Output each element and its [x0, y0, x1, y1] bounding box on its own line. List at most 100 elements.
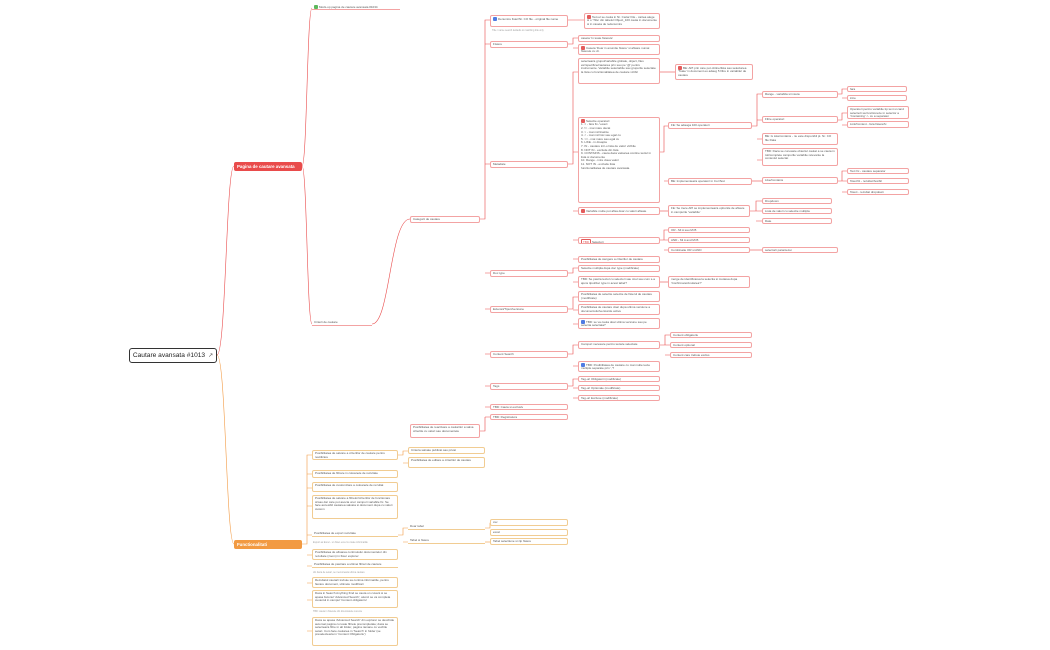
- node-f-preview[interactable]: Posibilitatea de afisarea continutului d…: [312, 549, 398, 560]
- mockup-node[interactable]: Mock-up pagina de cautare avansata #1034: [312, 4, 400, 10]
- node-ext-1[interactable]: Posibilitatea de selectie selectie de fi…: [578, 291, 660, 302]
- node-var-display[interactable]: Variabile multe pot afisa doar cu valori…: [578, 207, 660, 215]
- node-var-date[interactable]: Date: [762, 218, 832, 224]
- node-f-keep-last[interactable]: Posibilitatea de pastrare a ultimei filt…: [312, 562, 398, 568]
- node-operators[interactable]: Selectie operatori: 1. = - fara fix / ex…: [578, 117, 660, 203]
- info-icon: [581, 320, 585, 324]
- node-filters-ops[interactable]: Filtre operatori: [762, 116, 838, 123]
- node-f-export-zip[interactable]: Tabel selectiune si zip fisiere: [490, 538, 568, 545]
- node-f-search-anything[interactable]: Daca in Search Anything fiind se cauta u…: [312, 590, 398, 608]
- node-tag-optional[interactable]: Tag-uri Optionale (modificate): [578, 385, 660, 391]
- node-text: fara: [850, 87, 856, 91]
- node-meta-api[interactable]: BE: API prin care pot obtine/lista sau s…: [675, 64, 753, 80]
- node-metadata[interactable]: Metadate: [490, 161, 568, 168]
- root-node[interactable]: Cautare avansata #1013↗: [129, 348, 217, 363]
- node-ops-text[interactable]: Operatori pentru variabile tip text si c…: [847, 106, 909, 119]
- node-content-search[interactable]: Content Search: [490, 351, 568, 358]
- node-files-all[interactable]: caseta 'In toate fisierele': [578, 35, 660, 42]
- note-export: Export as Excel - un fisier excel cu toa…: [313, 541, 368, 544]
- external-link-icon[interactable]: ↗: [208, 353, 214, 359]
- node-cs-required[interactable]: Content obligatoriu: [670, 332, 752, 338]
- node-title-search[interactable]: Denumire fisier/Nr. CO file - original f…: [490, 15, 568, 27]
- node-doc-multi[interactable]: Selectie multipla dupa doc type (modific…: [578, 265, 660, 272]
- node-f-export-table[interactable]: Doar tabel: [408, 524, 485, 530]
- node-f-filters-save[interactable]: Posibilitatea de salvare a filtrelor/cri…: [312, 495, 398, 519]
- node-cs-excluded[interactable]: Content care trebuie exclus: [670, 352, 752, 358]
- info-icon: [581, 363, 585, 367]
- node-f-columns[interactable]: Posibilitatea de customizare a coloanele…: [312, 482, 398, 492]
- node-f-export-files[interactable]: Tabel si fisiere: [408, 538, 485, 544]
- node-save-cat[interactable]: Posibilitatea de reactivare a cautarilor…: [410, 424, 480, 438]
- node-f-export-excel[interactable]: excel: [490, 529, 568, 536]
- note-title-search: Title / name search defaults to matching…: [492, 29, 544, 32]
- node-sel-or[interactable]: OR - Mi A sau Mi B: [668, 227, 750, 233]
- node-tag-required[interactable]: Tag-uri Obligatorii (modificate): [578, 376, 660, 382]
- node-sel-combo[interactable]: Combinatie OR si AND: [668, 247, 750, 253]
- node-text: Posibilitatea de afisarea continutului d…: [315, 550, 387, 558]
- node-range-intre[interactable]: intre: [847, 95, 907, 101]
- node-tbd-context[interactable]: TBD: Daca se cunoaste obiectul cautat a …: [762, 148, 838, 166]
- node-like-1[interactable]: Text fix - cautare separator: [847, 168, 909, 174]
- node-text: Content obligatoriu: [673, 333, 699, 337]
- node-extensions[interactable]: Extensii/Tipuri/versiune: [490, 306, 568, 313]
- node-text: Posibilitatea de filtrare in coloanele d…: [315, 471, 378, 475]
- node-doc-confirm[interactable]: merge de identificarea la selectia si mu…: [668, 276, 750, 288]
- node-tag-excluded[interactable]: Tag-uri Excluse (modificate): [578, 395, 660, 401]
- node-op-fe[interactable]: FE: Se adauga 100 operatori: [668, 122, 752, 129]
- node-text: Posibilitatea de editare a criteriilor d…: [411, 458, 472, 462]
- node-var-multi[interactable]: Lista de valori cu selectie multipla: [762, 208, 832, 214]
- node-ext-2[interactable]: Posibilitatea de cautare doar dupa ultim…: [578, 304, 660, 315]
- node-text: Fisiere: [493, 42, 503, 46]
- branch-functionality[interactable]: Functionalitati: [234, 540, 302, 549]
- node-text: Rezultatul cautarii trebuie sa contina i…: [315, 578, 389, 586]
- branch-search-page[interactable]: Pagina de cautare avansata: [234, 162, 302, 171]
- node-doctype[interactable]: Doc type: [490, 270, 568, 277]
- node-text: Posibilitatea de cautare doar dupa ultim…: [581, 305, 651, 313]
- node-f-save-edit[interactable]: Posibilitatea de editare a criteriilor d…: [408, 457, 485, 468]
- node-tbd-registry[interactable]: TBD: Registratura: [490, 414, 568, 420]
- node-text: Text fix - cautare separator: [850, 169, 886, 173]
- categories-node[interactable]: Categorii de cautare: [410, 216, 480, 223]
- node-api-op[interactable]: BE: Is LikeContains - nu este disponibil…: [762, 133, 838, 145]
- node-f-save[interactable]: Posibilitatea de salvare a criteriilor d…: [312, 450, 398, 460]
- node-text: Like/Contains: [765, 178, 784, 182]
- node-title-detail[interactable]: Text-ul se cauta in Nr. Cazar File - car…: [584, 13, 660, 29]
- node-doc-tbd[interactable]: TBD: Se pastra textul cu selectori sau i…: [578, 276, 660, 288]
- node-like-2[interactable]: %text% - rezultat flexibil: [847, 178, 909, 184]
- node-text: Posibilitatea de reactivare a cautarilor…: [413, 425, 474, 433]
- node-ext-3[interactable]: TBD: se va cauta doar ultima versiune sa…: [578, 318, 660, 329]
- node-link-context[interactable]: Link/Context - fara fisiere/fx: [847, 121, 909, 128]
- node-text: Variabile multe pot afisa doar cu valori…: [586, 208, 647, 213]
- node-tbd-search[interactable]: TBD: Cauta si exclusiv: [490, 404, 568, 410]
- node-f-filter[interactable]: Posibilitatea de filtrare in coloanele d…: [312, 470, 398, 478]
- node-f-save-pub[interactable]: Criteria salvate publicat sau privat: [408, 447, 485, 454]
- node-f-result-info[interactable]: Rezultatul cautarii trebuie sa contina i…: [312, 577, 398, 588]
- node-tags[interactable]: Tags: [490, 383, 568, 390]
- node-sel-paren[interactable]: selectorii parantezei: [762, 247, 838, 253]
- node-delete-criteria[interactable]: Posibilitatea de stergere a criteriilor …: [578, 256, 660, 263]
- node-cs-tbd[interactable]: TBD: Posibilitatea de cautare cu mai mul…: [578, 361, 660, 372]
- node-like-3[interactable]: %text - rezultat dropdown: [847, 189, 909, 195]
- node-meta-select[interactable]: selecteaza grupul/variabile globale, obj…: [578, 58, 660, 84]
- node-files[interactable]: Fisiere: [490, 41, 568, 48]
- node-range[interactable]: Range - variabila si insuta: [762, 91, 838, 98]
- node-f-export[interactable]: Posibilitatea de export rezultate: [312, 531, 398, 537]
- node-cs-optional[interactable]: Content optional: [670, 342, 752, 348]
- node-text: excel: [493, 530, 501, 534]
- node-range-fara[interactable]: fara: [847, 86, 907, 92]
- node-text: Posibilitatea de selectie selectie de fi…: [581, 292, 653, 300]
- node-files-some[interactable]: Caseta 'Doar in anumite fisiere' si afis…: [578, 44, 660, 55]
- node-sel-and[interactable]: AND - Mi A and Mi B: [668, 237, 750, 243]
- node-var-dropdown[interactable]: Dropdown: [762, 198, 832, 204]
- criteria-node[interactable]: Criterii de cautare: [312, 320, 372, 326]
- node-cs-fields[interactable]: Campuri necesare pentru textele selectat…: [578, 341, 660, 349]
- node-text: BE: Implementeaza operatori in ConText: [671, 179, 725, 183]
- node-var-fe[interactable]: FE: Se trece API se implementeaza optiun…: [668, 205, 750, 217]
- node-text: TBD: Cauta si exclusiv: [493, 405, 524, 409]
- node-f-export-csv[interactable]: csv: [490, 519, 568, 526]
- node-f-explorer[interactable]: Daca se apasa 'Advanced Search' din expl…: [312, 617, 398, 646]
- node-op-be[interactable]: BE: Implementeaza operatori in ConText: [668, 178, 752, 185]
- link-icon: [314, 5, 318, 9]
- node-like-op[interactable]: Like/Contains: [762, 177, 838, 184]
